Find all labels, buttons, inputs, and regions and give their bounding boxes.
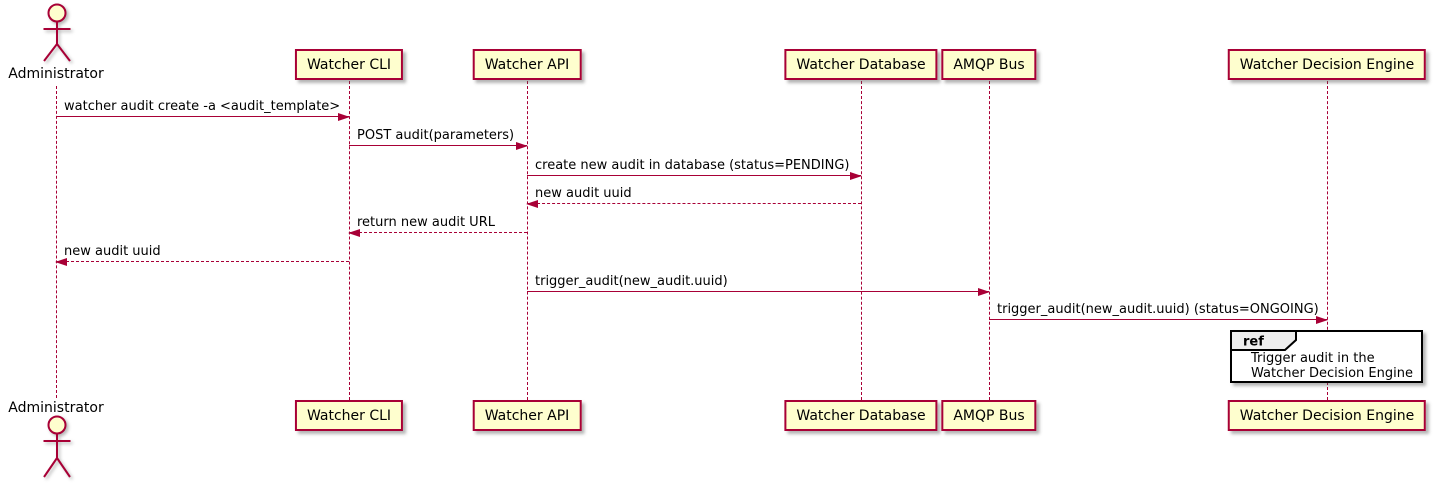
participant-watcher-cli-bottom: Watcher CLI xyxy=(294,400,404,431)
message-create-new-audit: create new audit in database (status=PEN… xyxy=(527,157,862,180)
message-line xyxy=(349,145,527,146)
message-label: return new audit URL xyxy=(357,215,495,230)
ref-fragment: ref Trigger audit in the Watcher Decisio… xyxy=(1230,330,1423,383)
ref-text-line-1: Trigger audit in the xyxy=(1251,351,1375,366)
lifeline-watcher-database xyxy=(861,81,862,400)
participant-amqp-bus-top: AMQP Bus xyxy=(941,49,1037,80)
arrowhead-right-icon xyxy=(338,113,350,121)
message-label: trigger_audit(new_audit.uuid) (status=ON… xyxy=(997,302,1319,317)
participant-watcher-api-top: Watcher API xyxy=(472,49,582,80)
participant-watcher-database-bottom: Watcher Database xyxy=(784,400,938,431)
message-line xyxy=(989,319,1327,320)
arrowhead-left-icon xyxy=(55,258,67,266)
participant-amqp-bus-bottom: AMQP Bus xyxy=(941,400,1037,431)
ref-keyword: ref xyxy=(1243,335,1264,350)
lifeline-amqp-bus xyxy=(989,81,990,400)
message-line xyxy=(56,261,349,262)
message-label: new audit uuid xyxy=(64,244,161,259)
message-line xyxy=(527,175,861,176)
message-watcher-audit-create: watcher audit create -a <audit_template> xyxy=(56,98,350,121)
message-trigger-audit: trigger_audit(new_audit.uuid) xyxy=(527,273,990,296)
arrowhead-right-icon xyxy=(516,142,528,150)
lifeline-watcher-decision-engine xyxy=(1327,81,1328,400)
arrowhead-left-icon xyxy=(526,200,538,208)
message-label: watcher audit create -a <audit_template> xyxy=(64,99,341,114)
arrowhead-right-icon xyxy=(978,288,990,296)
message-new-audit-uuid-return: new audit uuid xyxy=(526,185,861,208)
message-line xyxy=(349,232,527,233)
ref-text-line-2: Watcher Decision Engine xyxy=(1251,366,1413,381)
message-label: trigger_audit(new_audit.uuid) xyxy=(535,274,728,289)
message-trigger-audit-ongoing: trigger_audit(new_audit.uuid) (status=ON… xyxy=(989,301,1328,324)
message-label: POST audit(parameters) xyxy=(357,128,515,143)
message-line xyxy=(527,203,861,204)
message-label: create new audit in database (status=PEN… xyxy=(535,158,850,173)
lifeline-administrator xyxy=(56,86,57,398)
actor-label: Administrator xyxy=(8,400,104,416)
lifeline-watcher-cli xyxy=(349,81,350,400)
message-label: new audit uuid xyxy=(535,186,632,201)
message-line xyxy=(56,116,349,117)
lifeline-watcher-api xyxy=(527,81,528,400)
message-line xyxy=(527,291,989,292)
ref-tag-icon: ref xyxy=(1230,330,1297,351)
actor-icon xyxy=(43,3,71,62)
message-return-new-audit-url: return new audit URL xyxy=(348,214,527,237)
message-new-audit-uuid-to-admin: new audit uuid xyxy=(55,243,349,266)
arrowhead-right-icon xyxy=(850,172,862,180)
ref-text: Trigger audit in the Watcher Decision En… xyxy=(1251,351,1413,381)
actor-label: Administrator xyxy=(8,66,104,82)
arrowhead-left-icon xyxy=(348,229,360,237)
message-post-audit: POST audit(parameters) xyxy=(349,127,528,150)
participant-watcher-api-bottom: Watcher API xyxy=(472,400,582,431)
participant-watcher-database-top: Watcher Database xyxy=(784,49,938,80)
participant-watcher-decision-engine-top: Watcher Decision Engine xyxy=(1227,49,1427,80)
arrowhead-right-icon xyxy=(1316,316,1328,324)
participant-watcher-cli-top: Watcher CLI xyxy=(294,49,404,80)
participant-watcher-decision-engine-bottom: Watcher Decision Engine xyxy=(1227,400,1427,431)
actor-icon xyxy=(43,415,71,478)
